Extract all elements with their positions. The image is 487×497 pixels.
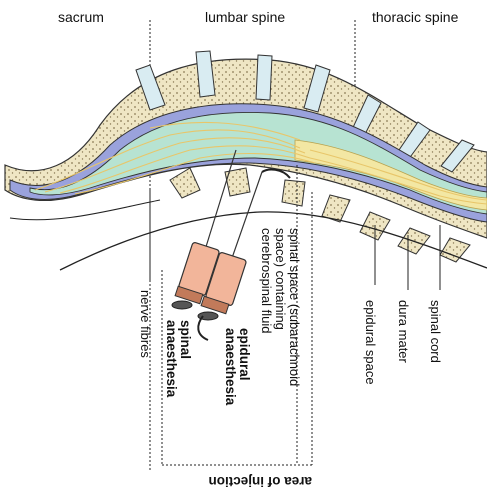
label-spinal-anaesthesia-2: anaesthesia [164, 320, 179, 398]
label-spinal-space-1: spinal space (subarachnoid [287, 228, 302, 386]
label-dura-mater: dura mater [396, 300, 411, 364]
label-spinal-space-3: cerebrospinal fluid [259, 228, 274, 334]
label-spinal-anaesthesia-1: spinal [178, 320, 193, 359]
label-spinal-space-2: space) containing [273, 228, 288, 330]
label-epidural-anaesthesia-2: anaesthesia [223, 328, 238, 406]
label-area-of-injection: area of injection [208, 474, 312, 489]
label-epidural-anaesthesia-1: epidural [237, 328, 252, 381]
label-epidural-space: epidural space [363, 300, 378, 385]
label-nerve-fibres: nerve fibres [138, 290, 153, 358]
label-lumbar-spine: lumbar spine [205, 9, 285, 25]
body-outline [10, 200, 160, 220]
label-thoracic-spine: thoracic spine [372, 9, 459, 25]
label-sacrum: sacrum [58, 9, 104, 25]
label-spinal-cord: spinal cord [428, 300, 443, 363]
